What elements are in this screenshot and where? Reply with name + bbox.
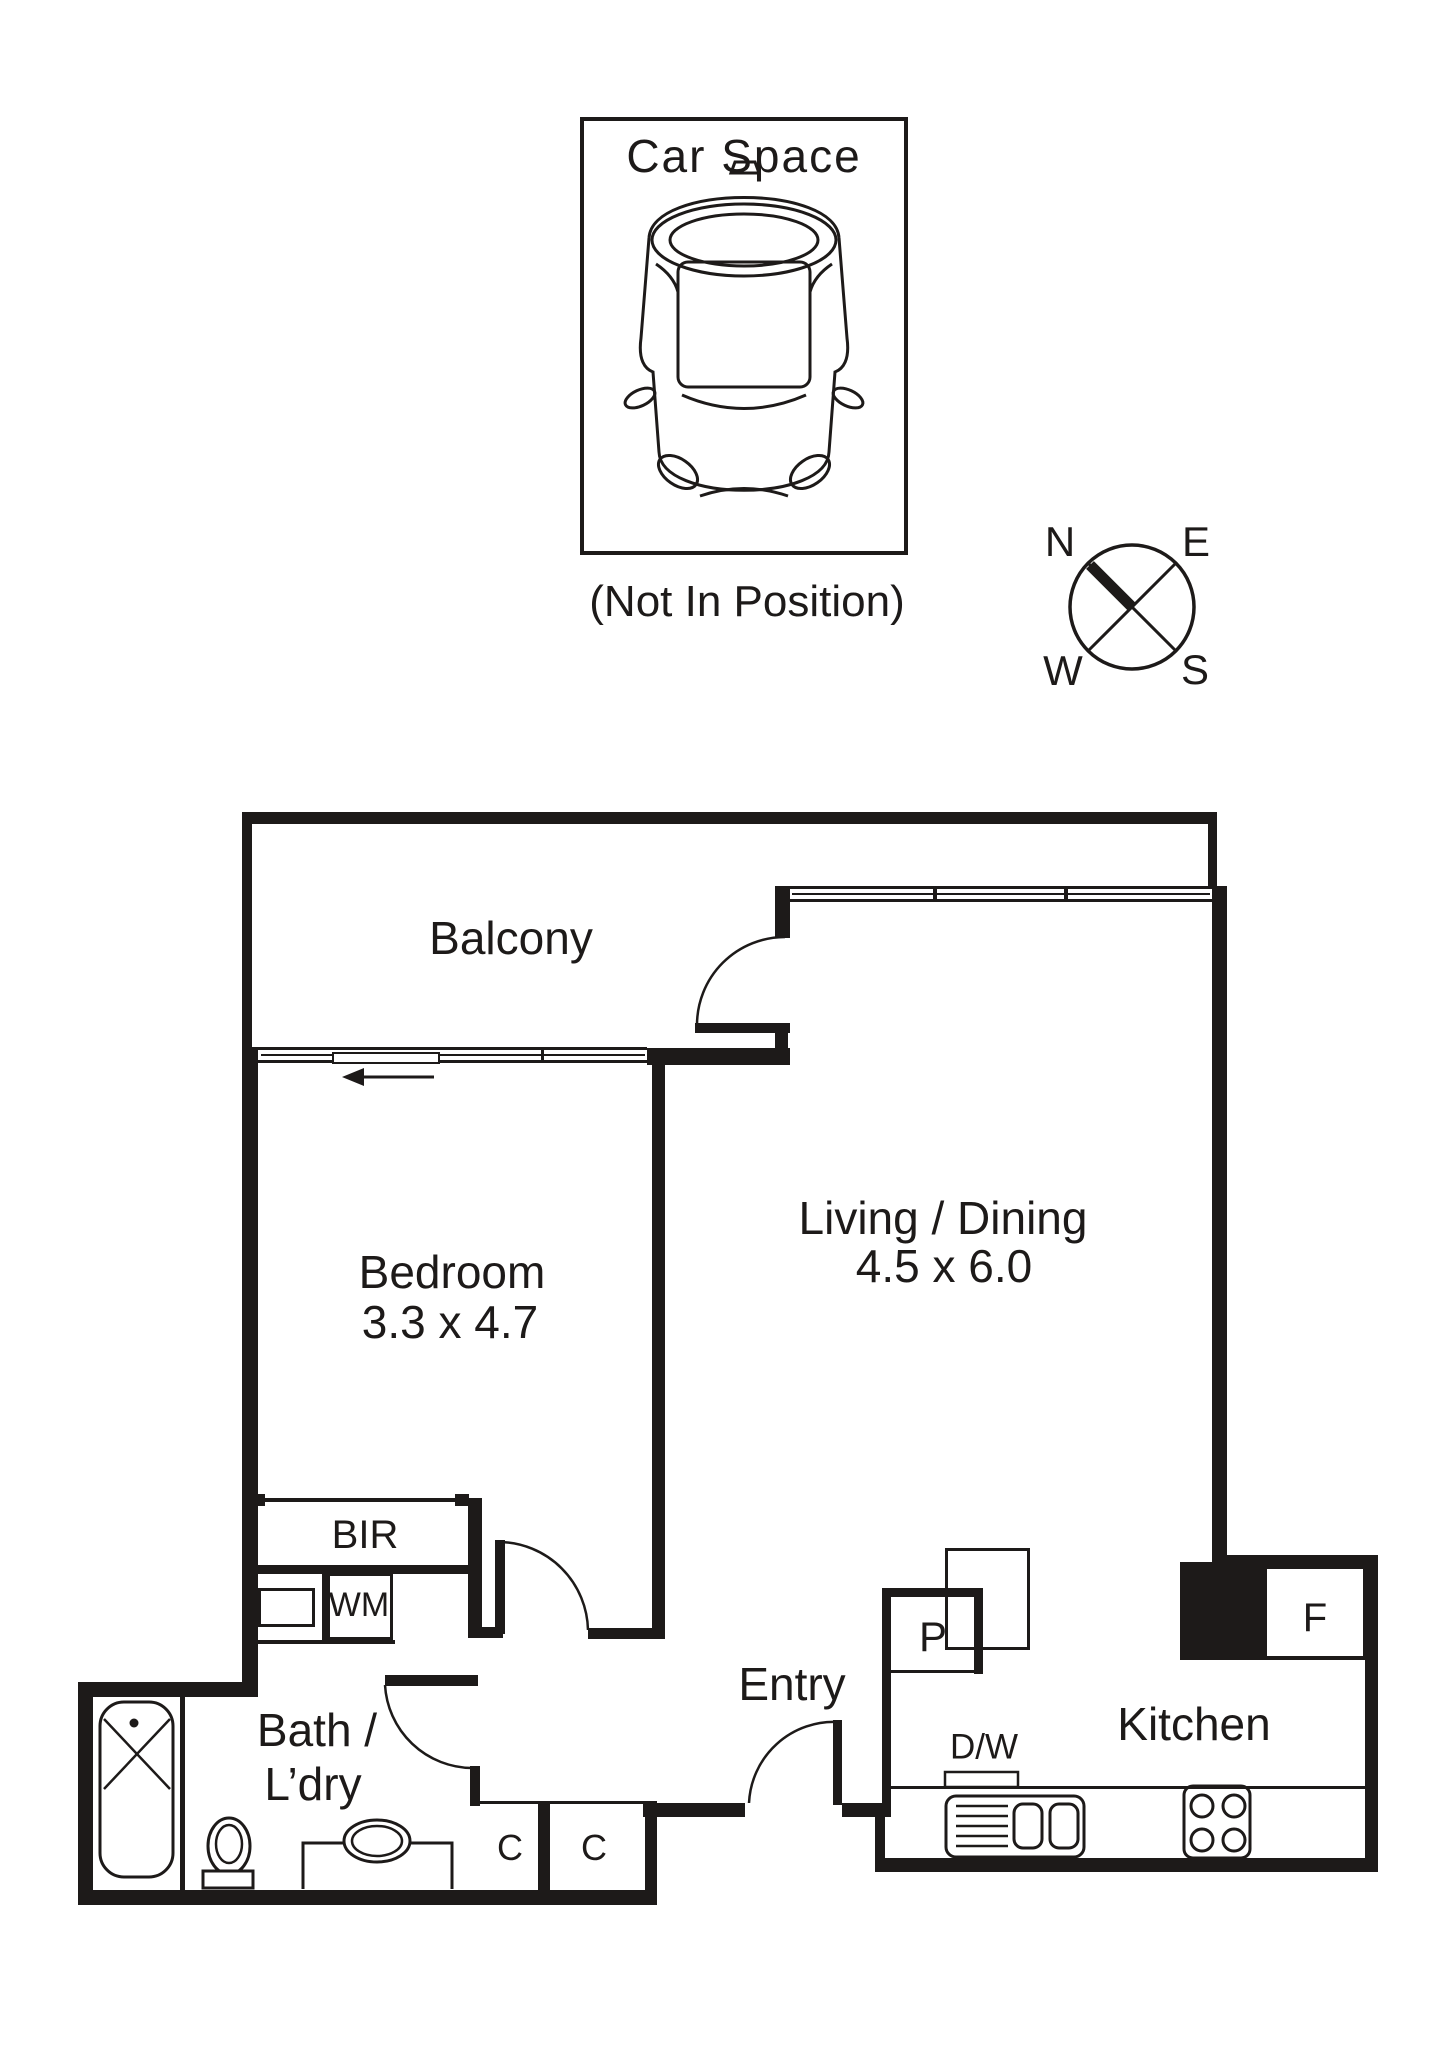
column-block bbox=[1180, 1562, 1263, 1660]
balcony-door-leaf bbox=[695, 1023, 790, 1033]
wall-entry-bottom-left bbox=[643, 1803, 745, 1817]
wall-tub-divider bbox=[180, 1697, 185, 1890]
vanity-basin-icon bbox=[301, 1818, 454, 1889]
room-label-bath-1: Bath / bbox=[256, 1703, 378, 1756]
pantry-bottom-line bbox=[891, 1670, 974, 1673]
pantry-wall-left bbox=[882, 1588, 891, 1817]
room-dims-living: 4.5 x 6.0 bbox=[855, 1239, 1033, 1292]
bir-stub-right bbox=[455, 1494, 469, 1506]
pantry-wall-top bbox=[882, 1588, 983, 1597]
cooktop-icon bbox=[1182, 1784, 1252, 1860]
wall-bath-top bbox=[78, 1682, 255, 1697]
cupboard-top-line bbox=[480, 1801, 645, 1804]
room-label-bath-2: L’dry bbox=[264, 1757, 362, 1810]
wall-kitchen-bottom bbox=[875, 1858, 1378, 1872]
room-label-bedroom: Bedroom bbox=[358, 1245, 546, 1298]
slider-arrow-icon bbox=[342, 1068, 434, 1086]
room-label-kitchen: Kitchen bbox=[1117, 1697, 1271, 1750]
wall-entry-bottom-right bbox=[842, 1803, 885, 1817]
car-space-note: (Not In Position) bbox=[589, 576, 905, 626]
sink-icon bbox=[944, 1794, 1086, 1859]
wall-balcony-door-jamb bbox=[775, 1030, 788, 1058]
slider-midline bbox=[261, 1054, 645, 1056]
fixture-label-cupboard-left: C bbox=[497, 1827, 523, 1869]
wall-kitchen-right bbox=[1365, 1555, 1378, 1872]
bir-front-line bbox=[255, 1498, 468, 1502]
laundry-trough-box bbox=[258, 1588, 315, 1627]
door-arc-bath bbox=[383, 1684, 473, 1770]
wall-slider-right bbox=[647, 1048, 790, 1065]
compass-icon bbox=[1068, 543, 1196, 671]
bathtub-icon bbox=[98, 1700, 175, 1879]
wall-kitchen-top bbox=[1227, 1555, 1378, 1567]
room-label-living: Living / Dining bbox=[798, 1191, 1088, 1244]
window-living-divider-1 bbox=[933, 886, 937, 902]
wall-bedroom-right bbox=[652, 1063, 665, 1638]
compass-label-e: E bbox=[1181, 517, 1211, 565]
fixture-label-bir: BIR bbox=[331, 1513, 399, 1557]
toilet-icon bbox=[201, 1816, 255, 1890]
fixture-label-pantry: P bbox=[918, 1612, 948, 1660]
fixture-label-cupboard-right: C bbox=[581, 1827, 607, 1869]
wm-bottom-line bbox=[255, 1640, 395, 1644]
wall-bedroom-door-stub bbox=[468, 1627, 503, 1638]
slider-panel bbox=[332, 1052, 440, 1064]
car-space-box bbox=[580, 117, 908, 555]
car-icon bbox=[623, 160, 865, 498]
car-space-title: Car Space bbox=[626, 129, 862, 182]
wall-bottom-left bbox=[78, 1890, 657, 1905]
door-arc-bedroom bbox=[499, 1540, 590, 1631]
fixture-label-wm: WM bbox=[328, 1586, 390, 1625]
fixture-label-dishwasher: D/W bbox=[949, 1727, 1019, 1767]
wall-balcony-top bbox=[242, 812, 1217, 824]
bir-stub-left bbox=[251, 1494, 265, 1506]
door-arc-balcony bbox=[695, 935, 786, 1026]
wall-bir-bottom bbox=[255, 1565, 468, 1574]
compass-label-w: W bbox=[1043, 646, 1083, 694]
wm-divider bbox=[322, 1573, 327, 1642]
washing-machine-box bbox=[327, 1573, 393, 1640]
wall-cupboard-right bbox=[645, 1801, 657, 1905]
wall-window-jamb bbox=[775, 886, 790, 938]
wall-left-outer bbox=[78, 1682, 93, 1905]
kitchen-counter-line bbox=[891, 1786, 1365, 1789]
wall-bedroom-bottom bbox=[588, 1628, 665, 1639]
entry-door-leaf bbox=[833, 1720, 842, 1805]
bedroom-door-leaf bbox=[495, 1540, 505, 1634]
wall-balcony-left bbox=[242, 812, 252, 1052]
fridge-box bbox=[1263, 1565, 1367, 1660]
window-living-midline bbox=[792, 893, 1210, 895]
door-arc-entry bbox=[747, 1720, 839, 1804]
kitchen-island-box bbox=[945, 1548, 1030, 1650]
wall-living-right bbox=[1212, 886, 1227, 1562]
fixture-label-fridge: F bbox=[1302, 1596, 1328, 1640]
room-label-entry: Entry bbox=[738, 1657, 846, 1710]
dishwasher-icon bbox=[943, 1770, 1020, 1789]
window-living-divider-2 bbox=[1064, 886, 1068, 902]
pantry-wall-right bbox=[974, 1588, 983, 1674]
bath-door-leaf bbox=[385, 1675, 478, 1686]
wall-bedroom-left bbox=[242, 1047, 258, 1697]
room-label-balcony: Balcony bbox=[429, 911, 593, 964]
room-dims-bedroom: 3.3 x 4.7 bbox=[361, 1295, 539, 1348]
wall-kitchen-step bbox=[875, 1810, 885, 1865]
compass-label-s: S bbox=[1180, 645, 1210, 693]
slider-divider bbox=[541, 1047, 544, 1063]
cupboard-divider bbox=[538, 1803, 550, 1892]
wall-bath-door-lower bbox=[470, 1766, 480, 1806]
wall-wm-right bbox=[468, 1498, 482, 1638]
wall-balcony-right bbox=[1208, 820, 1217, 890]
compass-label-n: N bbox=[1044, 517, 1076, 565]
